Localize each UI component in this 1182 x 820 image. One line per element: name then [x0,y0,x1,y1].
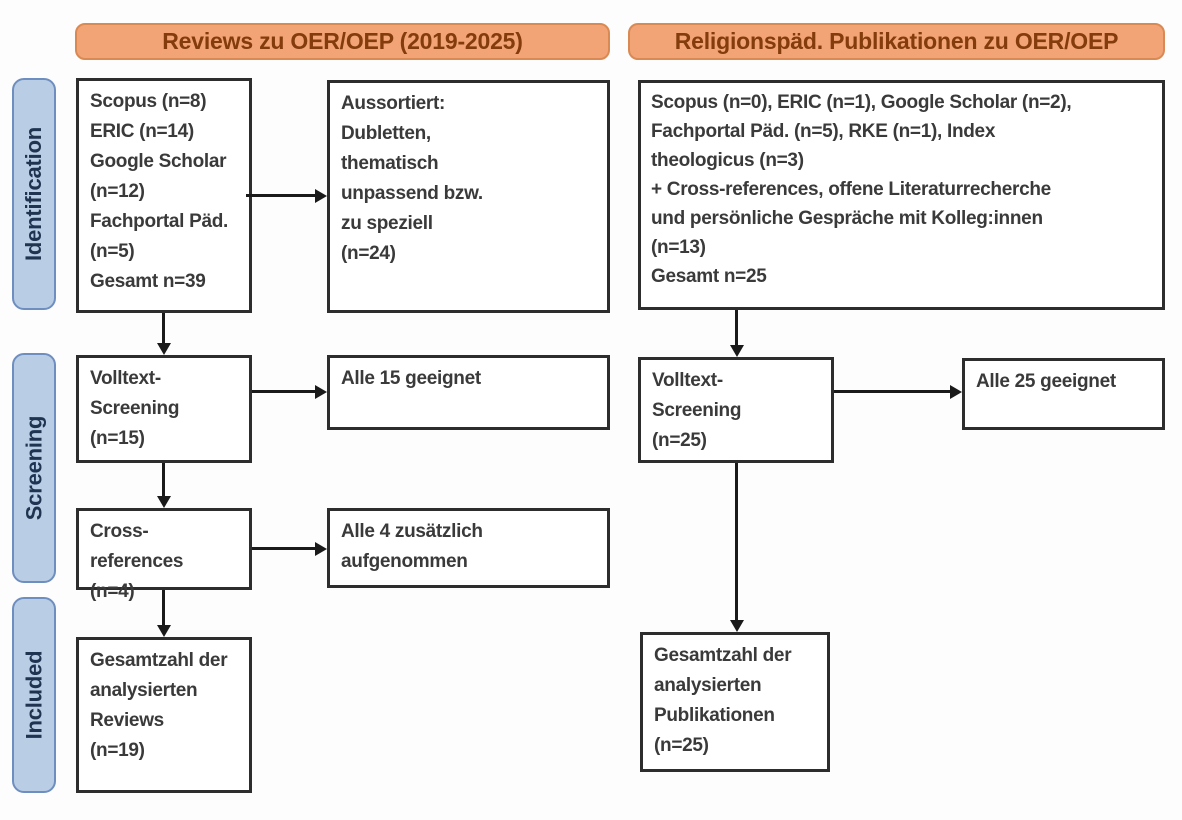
arrow-right-fulltext-to-result [834,385,962,399]
arrow-left-fulltext-to-crossref [157,463,171,508]
stage-screening-label: Screening [21,415,47,521]
stage-identification-label: Identification [21,126,46,262]
arrow-left-sources-to-fulltext [157,313,171,355]
arrow-right-sources-to-fulltext [730,310,744,357]
box-left-cross-references: Cross-references (n=4) [76,508,252,602]
header-reviews-column: Reviews zu OER/OEP (2019-2025) [75,23,610,60]
stage-screening: Screening [12,353,56,583]
box-right-fulltext-result: Alle 25 geeignet [962,358,1165,430]
arrow-left-crossref-to-included [157,590,171,637]
stage-included: Included [12,597,56,793]
box-right-included-total: Gesamtzahl der analysierten Publikatione… [640,632,830,772]
box-left-cross-references-result: Alle 4 zusätzlich aufgenommen [327,508,610,588]
stage-identification: Identification [12,78,56,310]
box-left-identification-sources: Scopus (n=8) ERIC (n=14) Google Scholar … [76,78,252,313]
box-left-fulltext-screening: Volltext- Screening (n=15) [76,355,252,463]
box-left-included-total: Gesamtzahl der analysierten Reviews (n=1… [76,637,252,793]
arrow-left-crossref-to-result [252,542,327,556]
box-left-fulltext-result: Alle 15 geeignet [327,355,610,430]
stage-included-label: Included [21,650,47,740]
arrow-left-sources-to-excluded [246,189,327,203]
box-right-identification-sources: Scopus (n=0), ERIC (n=1), Google Scholar… [638,80,1165,310]
arrow-left-fulltext-to-result [252,385,327,399]
box-left-excluded: Aussortiert: Dubletten, thematisch unpas… [327,80,610,313]
box-right-fulltext-screening: Volltext- Screening (n=25) [638,357,834,463]
header-religionspaed-column: Religionspäd. Publikationen zu OER/OEP [628,23,1165,60]
arrow-right-fulltext-to-included [730,463,744,632]
